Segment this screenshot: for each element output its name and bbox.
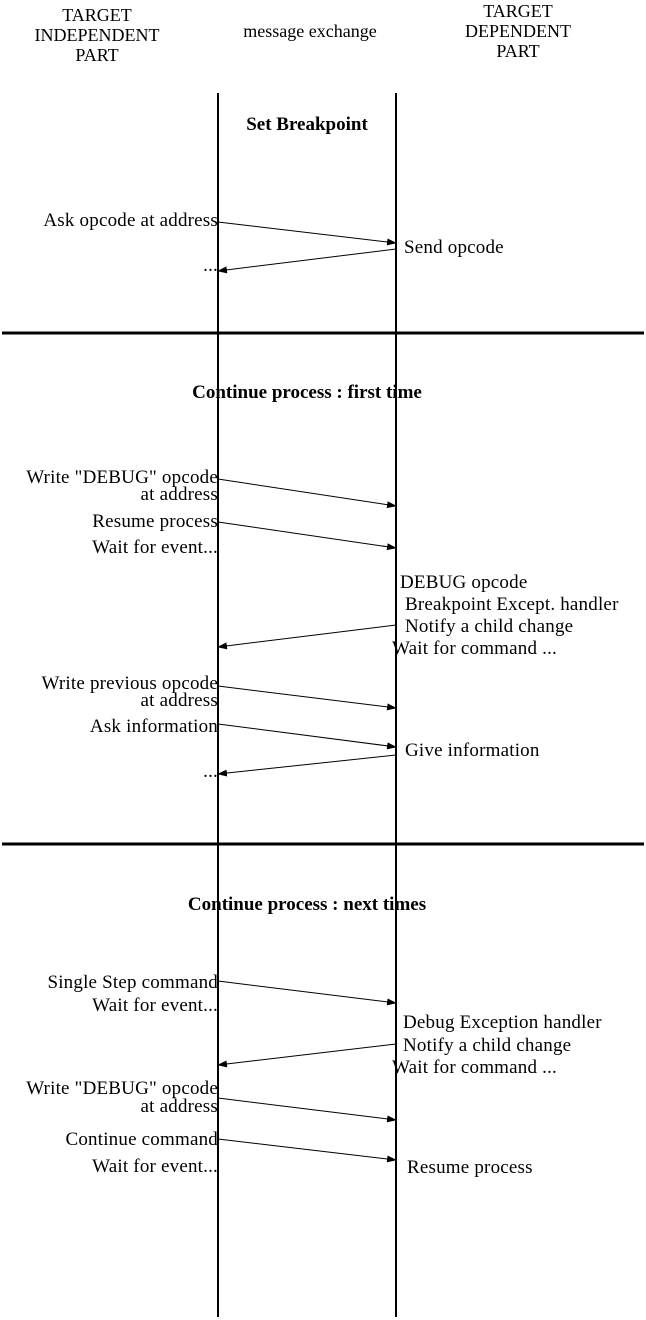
message-label-left: Wait for event...: [92, 995, 218, 1016]
column-header-line: TARGET: [483, 1, 553, 21]
message-label-left: Continue command: [65, 1129, 218, 1150]
message-label-right: Debug Exception handler: [403, 1012, 602, 1033]
message-label-left: Write "DEBUG" opcode: [26, 1078, 218, 1099]
message-label-left: Write previous opcode: [41, 673, 218, 694]
message-label-right: Notify a child change: [405, 616, 574, 637]
message-label-right: Give information: [405, 740, 540, 761]
message-label-left: Wait for event...: [92, 537, 218, 558]
section-title: Continue process : next times: [187, 894, 427, 915]
column-header-target-independent: TARGET INDEPENDENT PART: [7, 5, 187, 65]
column-header-target-dependent: TARGET DEPENDENT PART: [428, 1, 608, 61]
column-header-line: DEPENDENT: [465, 21, 571, 41]
message-label-left: Write "DEBUG" opcode: [26, 467, 218, 488]
message-label-left: ...: [203, 255, 218, 276]
column-header-line: INDEPENDENT: [34, 25, 160, 45]
column-header-message-exchange: message exchange: [243, 21, 377, 41]
message-label-left: ...: [203, 761, 218, 782]
message-label-right: Notify a child change: [403, 1035, 572, 1056]
column-header-line: PART: [75, 45, 119, 65]
message-label-left: Wait for event...: [92, 1156, 218, 1177]
column-header-line: TARGET: [62, 5, 132, 25]
message-label-left: Resume process: [92, 511, 218, 532]
column-header-line: PART: [496, 41, 540, 61]
message-label-right: Resume process: [407, 1157, 533, 1178]
message-label-left: Ask information: [89, 716, 218, 737]
message-label-right: Breakpoint Except. handler: [405, 594, 619, 615]
message-label-left: at address: [140, 484, 218, 505]
message-label-right: Wait for command ...: [392, 1057, 557, 1078]
message-label-left: at address: [140, 1096, 218, 1117]
message-label-right: DEBUG opcode: [400, 572, 528, 593]
message-label-left: at address: [140, 690, 218, 711]
section-title: Continue process : first time: [192, 382, 422, 403]
message-label-right: Wait for command ...: [392, 638, 557, 659]
section-title: Set Breakpoint: [246, 114, 368, 135]
message-label-left: Single Step command: [47, 972, 218, 993]
message-label-left: Ask opcode at address: [43, 210, 218, 231]
message-label-right: Send opcode: [404, 237, 504, 258]
